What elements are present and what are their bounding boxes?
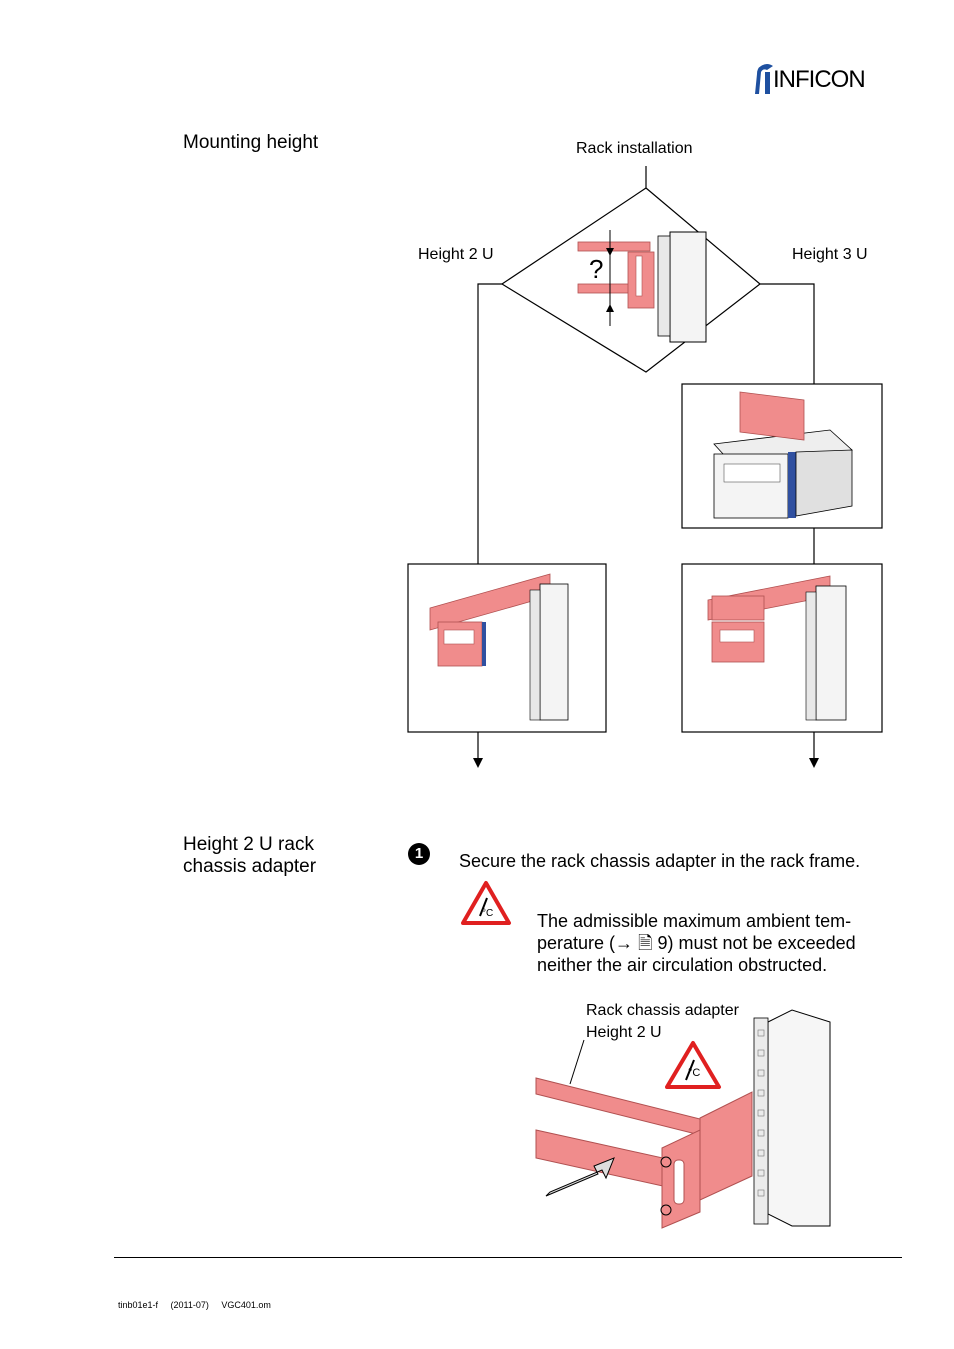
temperature-warning-icon (461, 881, 511, 925)
warning-text: The admissible maximum ambient tem- pera… (537, 910, 856, 976)
height-3u-label: Height 3 U (792, 246, 868, 263)
footer-rule (114, 1257, 902, 1258)
warning-line-2: perature (→ 🗎 9) must not be exceeded (537, 933, 856, 953)
figure-label: Rack chassis adapter Height 2 U (586, 1000, 739, 1044)
footer-text: tinb01e1-f (2011-07) VGC401.om (118, 1300, 271, 1310)
mounting-height-heading: Mounting height (183, 132, 319, 153)
figure-label-line1: Rack chassis adapter (586, 1002, 739, 1019)
height-2u-label: Height 2 U (418, 246, 494, 263)
rack-adapter-figure (535, 1009, 831, 1229)
logo-text: INFICON (773, 66, 866, 93)
rack-adapter-heading-line1: Height 2 U rack (183, 834, 314, 855)
rack-installation-label: Rack installation (576, 140, 693, 157)
warning-line-1: The admissible maximum ambient tem- (537, 911, 852, 931)
warning-line-3: neither the air circulation obstructed. (537, 955, 828, 975)
figure-label-line2: Height 2 U (586, 1024, 662, 1041)
rack-adapter-heading-line2: chassis adapter (183, 856, 317, 877)
figure-temperature-warning-icon (665, 1041, 721, 1089)
inficon-logo: INFICON (753, 60, 903, 100)
step-number-badge: 1 (408, 843, 430, 865)
rack-adapter-heading: Height 2 U rack chassis adapter (183, 834, 316, 878)
warning-symbol-text: °C (482, 908, 494, 919)
mounting-flowchart (407, 166, 883, 768)
question-mark: ? (589, 254, 604, 284)
logo-mark-icon (755, 64, 773, 94)
figure-warning-symbol-text: °C (688, 1067, 701, 1079)
step-text: Secure the rack chassis adapter in the r… (459, 851, 861, 871)
